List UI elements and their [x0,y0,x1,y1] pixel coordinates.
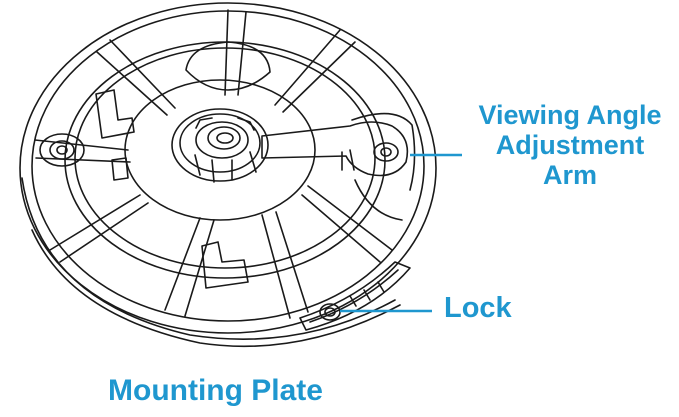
center-hub [171,108,269,183]
left-screw-boss [39,133,85,167]
lower-clip [201,241,249,289]
plate-outer-rim [19,2,437,334]
plate-inner-rim [31,10,425,322]
radial-ribs [34,9,393,319]
arm-label-line-2: Adjustment [495,130,645,161]
viewing-angle-arm-label: Viewing Angle Adjustment Arm [470,100,670,191]
top-notch [185,41,271,91]
diagram-title: Mounting Plate [108,374,323,407]
plate-bottom-edge [21,177,396,340]
lock-housing [299,261,411,331]
plate-inner-ring [124,79,316,221]
adjustment-arm [261,121,409,177]
left-clip [95,89,135,139]
arm-label-line-3: Arm [542,160,597,191]
lock-label: Lock [444,292,512,324]
arm-label-line-1: Viewing Angle [478,100,662,130]
